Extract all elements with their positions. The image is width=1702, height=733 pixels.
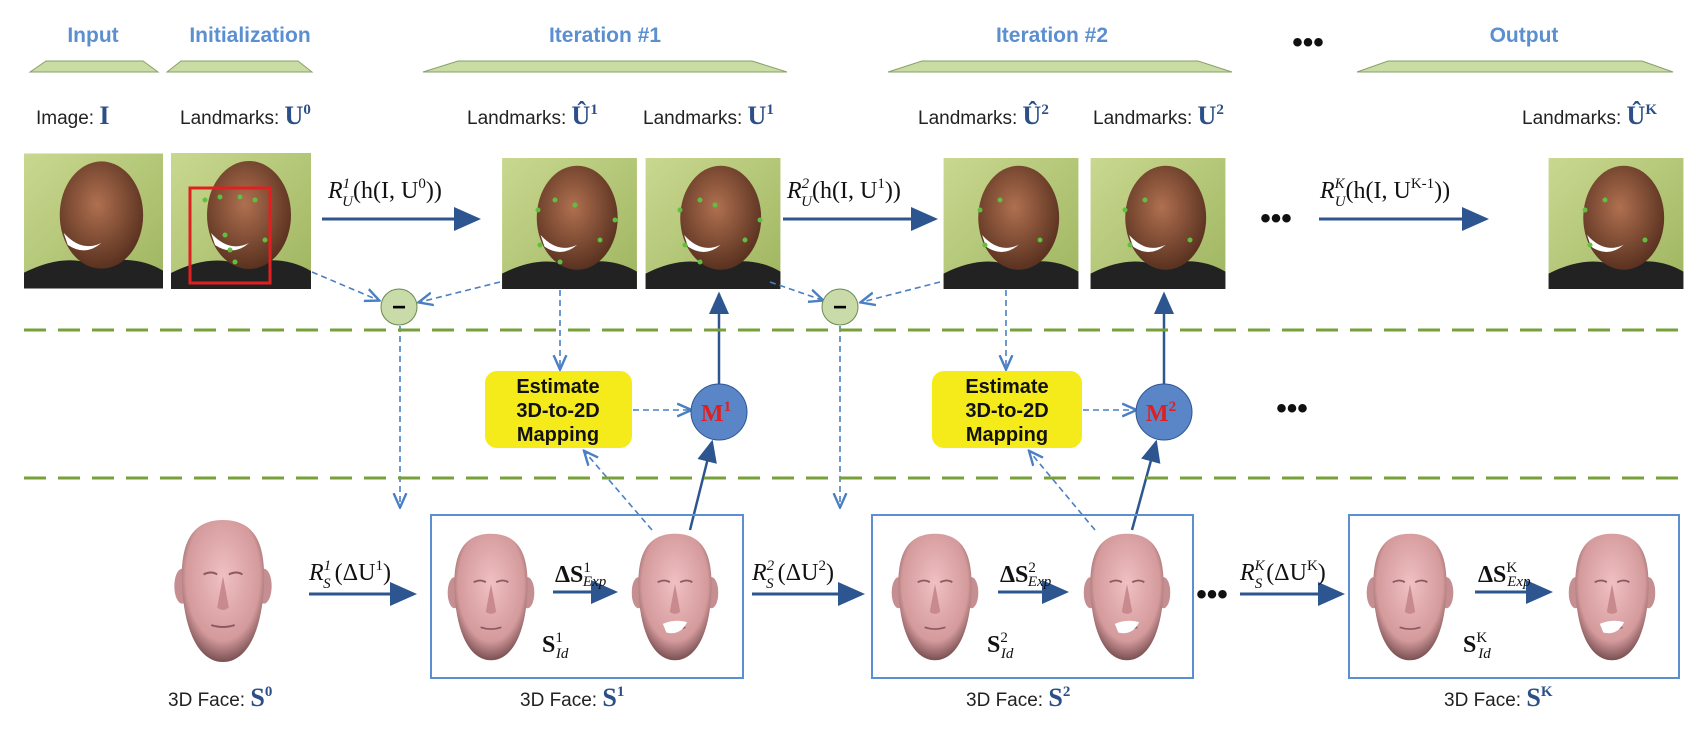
separator-lines [24, 328, 1680, 480]
label-landmarks-uhatk: Landmarks: ÛK [1522, 101, 1657, 130]
face-3d-s2-exp [1084, 534, 1171, 661]
stage-input: Input [67, 24, 118, 47]
middle-ellipsis: ••• [1276, 392, 1308, 425]
face-3d-sk-id [1365, 532, 1455, 662]
stage-iteration-1: Iteration #1 [549, 24, 661, 47]
estimate-mapping-box-2: Estimate 3D-to-2D Mapping [932, 371, 1082, 448]
stage-output: Output [1490, 24, 1559, 47]
svg-text:Mapping: Mapping [966, 424, 1048, 446]
minus-icon: − [392, 294, 406, 321]
stage-iteration-2: Iteration #2 [996, 24, 1108, 47]
mapping-m1: M1 [701, 399, 731, 427]
s2-box [871, 514, 1194, 679]
stage-ellipsis: ••• [1292, 26, 1324, 59]
label-landmarks-u0: Landmarks: U0 [180, 101, 311, 130]
label-landmarks-uhat1: Landmarks: Û1 [467, 101, 598, 130]
mapping-node-1 [690, 383, 748, 441]
subtract-node-1 [380, 288, 418, 326]
face-3d-s2-id [890, 532, 980, 662]
face-3d-s0 [173, 518, 273, 664]
uhat2-image [943, 158, 1079, 289]
top-ellipsis: ••• [1260, 202, 1292, 235]
mapping-m2: M2 [1146, 399, 1176, 427]
minus-icon: − [833, 294, 847, 321]
estimate-mapping-box-1: Estimate 3D-to-2D Mapping [485, 371, 632, 448]
landmark-points [202, 194, 1648, 265]
svg-text:Mapping: Mapping [517, 424, 599, 446]
label-landmarks-u2: Landmarks: U2 [1093, 101, 1224, 130]
label-3d-face-s2: 3D Face: S2 [966, 683, 1070, 712]
face-bounding-box [188, 186, 272, 285]
label-landmarks-uhat2: Landmarks: Û2 [918, 101, 1049, 130]
svg-text:Estimate: Estimate [516, 376, 599, 398]
dashed-arrows [311, 271, 1135, 531]
solid-up-arrows [688, 291, 1174, 531]
label-image: Image: I [36, 101, 110, 130]
label-landmarks-u1: Landmarks: U1 [643, 101, 774, 130]
label-3d-face-s1: 3D Face: S1 [520, 683, 624, 712]
init-landmarks-image [171, 153, 311, 289]
sk-box [1348, 514, 1680, 679]
s1-box [430, 514, 744, 679]
stage-initialization: Initialization [189, 24, 310, 47]
label-3d-face-sk: 3D Face: SK [1444, 683, 1553, 712]
bottom-arrows [309, 580, 1553, 606]
face-3d-s1-id [446, 532, 536, 662]
svg-text:Estimate: Estimate [965, 376, 1048, 398]
subtract-node-2 [821, 288, 859, 326]
input-image [24, 153, 163, 289]
label-3d-face-s0: 3D Face: S0 [168, 683, 272, 712]
uhat1-image [502, 158, 637, 289]
bottom-ellipsis: ••• [1196, 578, 1228, 611]
u2-image [1090, 158, 1226, 289]
u1-image [645, 158, 781, 289]
uhatk-image [1548, 158, 1684, 289]
face-3d-s1-exp [632, 534, 719, 661]
face-3d-sk-exp [1569, 534, 1656, 661]
stage-brackets [28, 60, 1674, 73]
svg-text:3D-to-2D: 3D-to-2D [965, 400, 1048, 422]
mapping-node-2 [1135, 383, 1193, 441]
svg-text:3D-to-2D: 3D-to-2D [516, 400, 599, 422]
